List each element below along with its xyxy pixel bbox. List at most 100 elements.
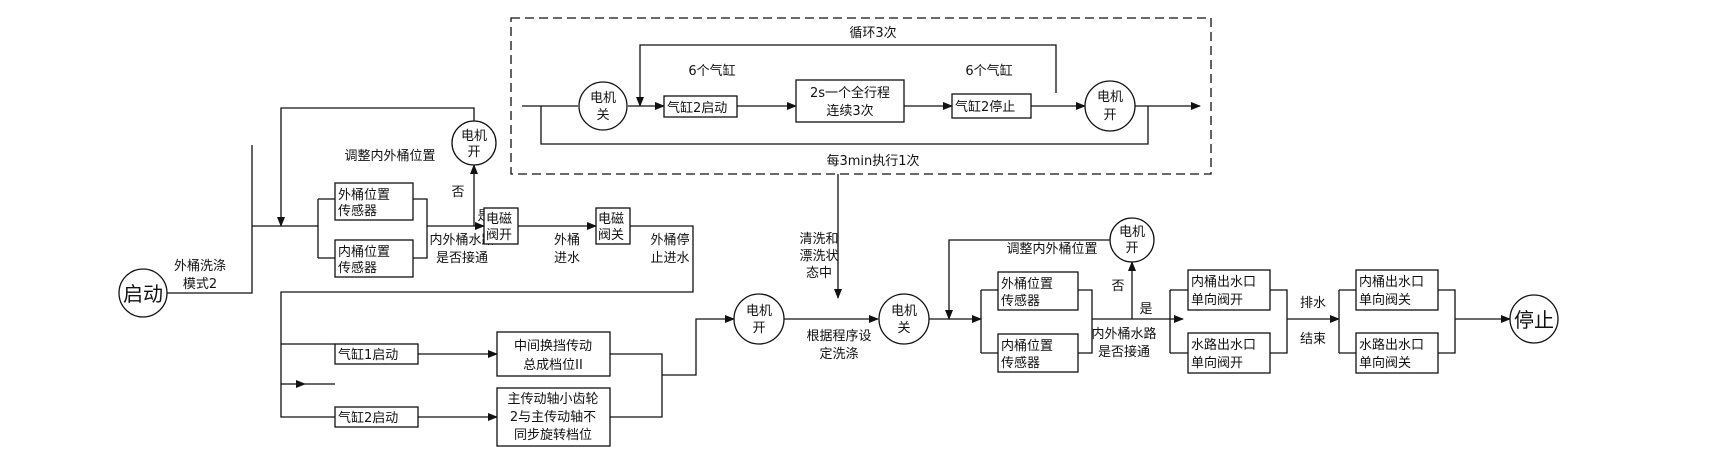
loop-motor-on-node[interactable]: 电机 开 <box>1084 80 1136 132</box>
stop-label: 停止 <box>1514 308 1554 332</box>
loop-motor-on-label-2: 开 <box>1103 108 1116 123</box>
s2-gear2-box[interactable]: 主传动轴小齿轮 2与主传动轴不 同步旋转档位 <box>496 387 611 447</box>
s3-inner-valve-open-box[interactable]: 内桶出水口 单向阀开 <box>1187 269 1271 311</box>
s2-cyl1-box[interactable]: 气缸1启动 <box>334 343 419 365</box>
s1-stop-inflow-label-2: 止进水 <box>650 251 689 266</box>
center-state-label-1: 清洗和 <box>799 232 838 247</box>
center-state-label-2: 漂洗状 <box>799 248 838 264</box>
s2-gear1-label-2: 总成档位II <box>523 358 583 373</box>
s2-cyl2-box[interactable]: 气缸2启动 <box>334 406 419 428</box>
connector-loop-repeat <box>636 44 1057 107</box>
loop-six-cyl-label-b: 6个气缸 <box>965 63 1012 79</box>
s1-outer-sensor-label-1: 外桶位置 <box>338 188 390 203</box>
stop-node[interactable]: 停止 <box>1509 294 1559 344</box>
connector-loop-bypass <box>540 106 1149 145</box>
s3-inner-valve-open-label-2: 单向阀开 <box>1191 292 1243 308</box>
s1-valve-open-label-2: 阀开 <box>486 228 512 243</box>
center-motor-off-label-2: 关 <box>897 321 910 336</box>
s3-motor-on-node[interactable]: 电机 开 <box>1109 217 1155 263</box>
s2-gear2-label-2: 2与主传动轴不 <box>510 410 596 425</box>
connectors <box>152 44 1511 421</box>
s3-inner-valve-close-label-2: 单向阀关 <box>1359 292 1411 308</box>
s3-water-valve-open-label-1: 水路出水口 <box>1191 337 1256 353</box>
s2-gear1-label-1: 中间换挡传动 <box>514 339 592 354</box>
s3-yes-label: 是 <box>1139 302 1152 317</box>
s1-valve-close-label-1: 电磁 <box>598 212 624 227</box>
s3-inner-sensor-box[interactable]: 内桶位置 传感器 <box>997 333 1079 373</box>
s1-inflow-label-2: 进水 <box>554 251 580 266</box>
s1-check-label-2: 是否接通 <box>436 250 488 266</box>
connector-s3-merge <box>1078 289 1093 354</box>
s1-motor-on-label-2: 开 <box>467 145 480 160</box>
connector-loopback-to-cylinders <box>280 225 694 384</box>
s1-motor-on-label-1: 电机 <box>461 129 487 144</box>
s2-cyl2-label: 气缸2启动 <box>338 410 398 426</box>
s1-outer-sensor-label-2: 传感器 <box>338 203 377 219</box>
s3-inner-valve-close-box[interactable]: 内桶出水口 单向阀关 <box>1355 269 1439 311</box>
connector-adjust-loop <box>277 107 475 227</box>
s3-check-label-1: 内外桶水路 <box>1091 326 1156 342</box>
s3-water-valve-close-box[interactable]: 水路出水口 单向阀关 <box>1355 332 1439 374</box>
s3-inner-sensor-label-1: 内桶位置 <box>1001 338 1053 354</box>
connector-close-merge <box>1438 289 1456 354</box>
s1-inflow-label-1: 外桶 <box>554 233 580 248</box>
s3-water-valve-open-label-2: 单向阀开 <box>1191 355 1243 371</box>
s1-stop-inflow-label-1: 外桶停 <box>650 232 689 248</box>
s3-inner-valve-open-label-1: 内桶出水口 <box>1191 274 1256 290</box>
loop-motor-on-label-1: 电机 <box>1097 90 1123 105</box>
s3-outer-sensor-label-1: 外桶位置 <box>1001 277 1053 292</box>
s1-valve-close-box[interactable]: 电磁 阀关 <box>595 207 631 245</box>
loop-cyl2-stop-label: 气缸2停止 <box>955 99 1015 115</box>
s1-adjust-label: 调整内外桶位置 <box>344 148 435 164</box>
center-program-label-1: 根据程序设 <box>806 329 871 344</box>
s1-outer-sensor-box[interactable]: 外桶位置 传感器 <box>334 182 414 221</box>
mode-label-2: 模式2 <box>183 277 217 292</box>
loop-cyl2-stop-box[interactable]: 气缸2停止 <box>951 93 1032 119</box>
center-program-label-2: 定洗涤 <box>819 347 858 362</box>
s1-inner-sensor-label-1: 内桶位置 <box>338 244 390 260</box>
loop-motor-off-node[interactable]: 电机 关 <box>578 81 628 131</box>
s3-drain-end-label-2: 结束 <box>1300 332 1326 347</box>
start-node[interactable]: 启动 <box>118 268 168 318</box>
s3-drain-end-label-1: 排水 <box>1300 296 1326 311</box>
connector-open-merge <box>1270 289 1288 354</box>
s1-motor-on-node[interactable]: 电机 开 <box>451 120 497 166</box>
loop-six-cyl-label-a: 6个气缸 <box>688 63 735 79</box>
s2-motor-on-node[interactable]: 电机 开 <box>733 293 785 345</box>
mode-label-1: 外桶洗涤 <box>174 259 226 274</box>
connector-to-motor-on <box>662 315 735 376</box>
center-motor-off-label-1: 电机 <box>891 304 917 319</box>
s3-motor-on-label-2: 开 <box>1125 241 1138 256</box>
center-state-label-3: 态中 <box>806 266 832 281</box>
s3-adjust-label: 调整内外桶位置 <box>1006 241 1097 257</box>
loop-stroke-box[interactable]: 2s一个全行程 连续3次 <box>795 79 905 123</box>
s3-outer-sensor-box[interactable]: 外桶位置 传感器 <box>997 271 1079 311</box>
loop-cyl2-start-box[interactable]: 气缸2启动 <box>663 95 738 118</box>
s1-valve-open-box[interactable]: 电磁 阀开 <box>483 207 519 245</box>
s2-cyl1-label: 气缸1启动 <box>338 347 398 363</box>
loop-stroke-label-1: 2s一个全行程 <box>810 85 890 101</box>
s2-gear1-box[interactable]: 中间换挡传动 总成档位II <box>496 331 611 377</box>
s1-valve-close-label-2: 阀关 <box>598 228 624 243</box>
s1-valve-open-label-1: 电磁 <box>486 212 512 227</box>
s1-inner-sensor-box[interactable]: 内桶位置 传感器 <box>334 239 414 278</box>
center-motor-off-node[interactable]: 电机 关 <box>878 293 930 345</box>
s1-no-label: 否 <box>451 185 464 200</box>
s3-water-valve-open-box[interactable]: 水路出水口 单向阀开 <box>1187 332 1271 374</box>
s2-motor-on-label-2: 开 <box>752 321 765 336</box>
s2-gear2-label-3: 同步旋转档位 <box>514 428 592 443</box>
s3-water-valve-close-label-1: 水路出水口 <box>1359 337 1424 353</box>
connector-sensor-merge <box>413 198 428 259</box>
s3-water-valve-close-label-2: 单向阀关 <box>1359 355 1411 371</box>
s2-motor-on-label-1: 电机 <box>746 304 772 319</box>
loop-every-label: 每3min执行1次 <box>826 153 919 169</box>
start-label: 启动 <box>123 282 163 306</box>
loop-motor-off-label-2: 关 <box>596 108 609 123</box>
connector-to-cyl2-lower <box>280 384 335 418</box>
connector-start-branch <box>152 226 253 294</box>
loop-stroke-label-2: 连续3次 <box>826 103 873 119</box>
s1-check-label-1: 内外桶水路 <box>429 232 494 248</box>
s3-inner-valve-close-label-1: 内桶出水口 <box>1359 274 1424 290</box>
s2-gear2-label-1: 主传动轴小齿轮 <box>507 392 598 407</box>
